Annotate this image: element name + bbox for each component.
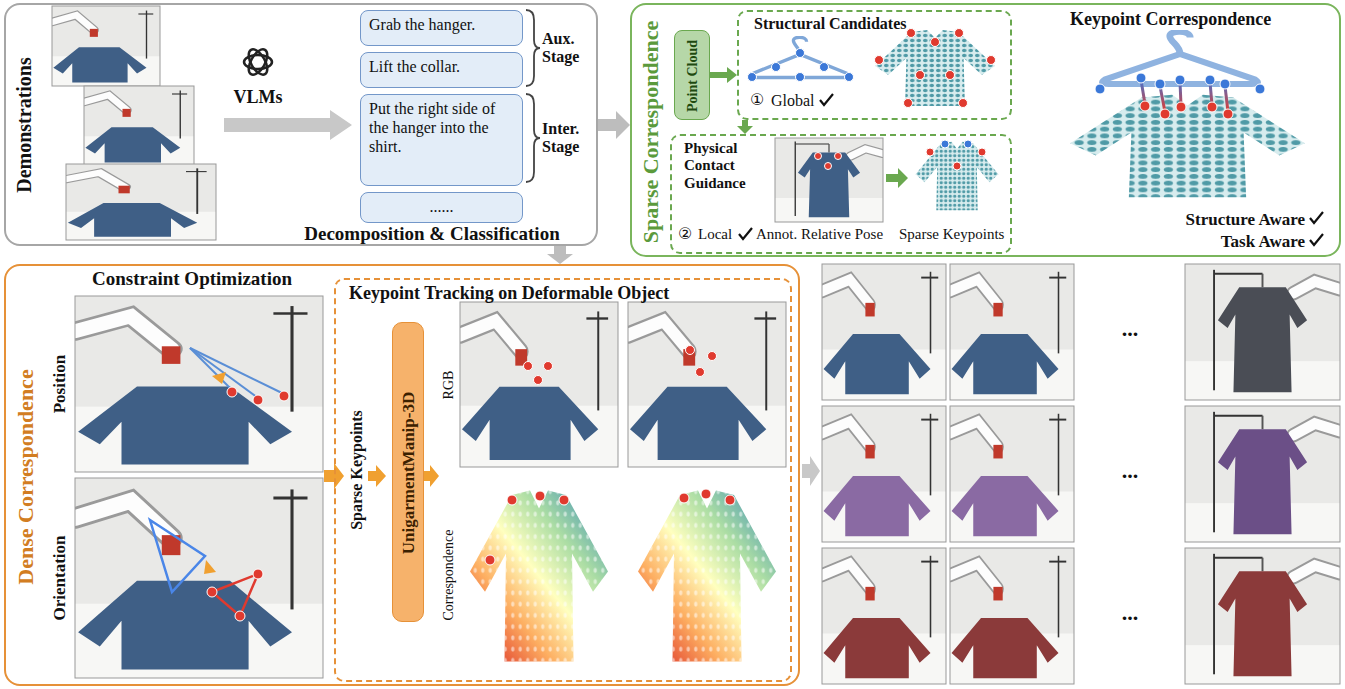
task-box: ...... <box>360 192 523 223</box>
arrow-shaft <box>598 119 617 131</box>
node-text: Dense Correspondence <box>13 369 38 584</box>
label-text: Aux. Stage <box>542 30 596 67</box>
label-text: Task Aware <box>1125 232 1305 252</box>
node-text: Put the right side of the hanger into th… <box>369 100 514 157</box>
label-text: Sparse Keypoints <box>348 410 366 530</box>
node-text: Physical Contact Guidance <box>684 140 774 192</box>
node-text: Grab the hanger. <box>369 16 514 35</box>
node-text: ...... <box>369 198 514 217</box>
flow-arrow <box>737 120 753 134</box>
node-text: Decomposition & Classification <box>272 223 592 245</box>
label-text: Local <box>698 226 732 243</box>
label-text: Demonstrations <box>13 57 36 193</box>
arrow-head <box>737 126 753 134</box>
label-text: ... <box>1100 458 1160 483</box>
arrow-head <box>616 111 630 139</box>
node-text: UnigarmentManip-3D <box>399 392 419 554</box>
flow-arrow <box>710 67 737 83</box>
arrow-shaft <box>742 120 748 127</box>
stage-panel: Decomposition & Classification Grab the h… <box>4 3 598 246</box>
flow-arrow <box>598 111 630 139</box>
model-pill: UnigarmentManip-3D <box>392 322 424 622</box>
arrow-head <box>727 67 737 83</box>
task-box: Put the right side of the hanger into th… <box>360 94 523 186</box>
flow-arrow <box>547 246 573 264</box>
label-text: Constraint Optimization <box>92 268 292 290</box>
label-text: ② <box>678 225 692 243</box>
label-text: ... <box>1100 600 1160 625</box>
label-text: Global <box>771 92 815 110</box>
label-text: Keypoint Correspondence <box>1070 9 1271 30</box>
dense-panel: Dense Correspondence Keypoint Tracking on… <box>4 264 800 686</box>
arrow-shaft <box>710 72 728 78</box>
arrow-head <box>547 254 573 264</box>
label-text: Orientation <box>50 536 70 621</box>
node-text: Sparse Correspondence <box>638 21 663 244</box>
label-text: Inter. Stage <box>542 120 596 157</box>
node-text: Keypoint Tracking on Deformable Object <box>349 283 789 304</box>
node-text: Lift the collar. <box>369 58 514 77</box>
label-text: Structure Aware <box>1125 210 1305 230</box>
label-text: Position <box>50 355 70 414</box>
label-text: Annot. Relative Pose <box>756 226 883 243</box>
node-text: Point Cloud <box>685 40 701 112</box>
label-text: VLMs <box>226 87 290 108</box>
label-text: ... <box>1100 316 1160 341</box>
node-text: Structural Candidates <box>754 15 974 33</box>
label-text: ① <box>750 91 764 109</box>
task-box: Lift the collar. <box>360 52 523 88</box>
arrow-shaft <box>554 246 566 255</box>
point-cloud-pill: Point Cloud <box>674 30 710 120</box>
label-text: RGB <box>441 371 457 400</box>
label-text: Correspondence <box>441 530 457 621</box>
task-box: Grab the hanger. <box>360 10 523 46</box>
label-text: Sparse Keypoints <box>899 226 1004 243</box>
tracking-box: Keypoint Tracking on Deformable ObjectUn… <box>334 278 792 682</box>
